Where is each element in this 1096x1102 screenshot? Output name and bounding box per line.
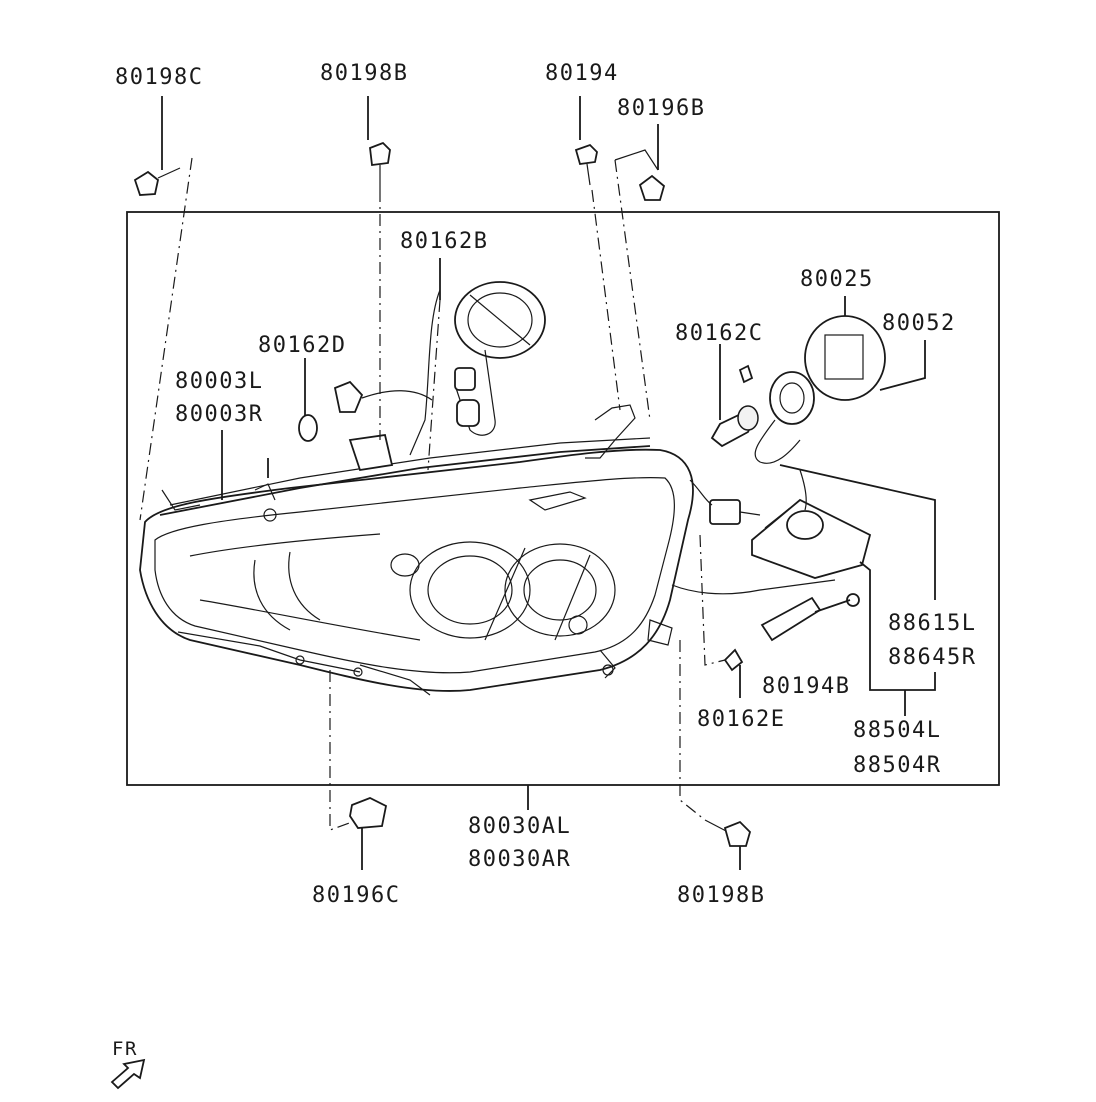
- label-fr: FR: [112, 1038, 138, 1060]
- label-80194: 80194: [545, 61, 619, 86]
- label-80030ar: 80030AR: [468, 847, 571, 872]
- label-80052: 80052: [882, 311, 956, 336]
- label-80003r: 80003R: [175, 402, 263, 427]
- label-80162d: 80162D: [258, 333, 346, 358]
- label-88504r: 88504R: [853, 753, 941, 778]
- leader-lines: [139, 96, 936, 870]
- clip-80196c[interactable]: [349, 797, 388, 829]
- label-80198b-top: 80198B: [320, 61, 408, 86]
- label-80162e: 80162E: [697, 707, 785, 732]
- label-80198c: 80198C: [115, 65, 203, 90]
- ignitor-socket[interactable]: [754, 371, 815, 464]
- mount-bracket: [585, 404, 636, 459]
- assembly-frame: [126, 211, 1000, 786]
- hid-bulb-80162c[interactable]: [710, 364, 759, 448]
- label-88504l: 88504L: [853, 718, 941, 743]
- label-80198b-bottom: 80198B: [677, 883, 765, 908]
- label-80030al: 80030AL: [468, 814, 571, 839]
- label-80162b: 80162B: [400, 229, 488, 254]
- label-80162c: 80162C: [675, 321, 763, 346]
- label-80025: 80025: [800, 267, 874, 292]
- label-80196b: 80196B: [617, 96, 705, 121]
- bulb-socket-80162b[interactable]: [409, 281, 546, 456]
- label-80196c: 80196C: [312, 883, 400, 908]
- hid-ballast-88615l[interactable]: [689, 469, 872, 579]
- bolt-80198c[interactable]: [133, 167, 181, 196]
- nut-80196b[interactable]: [638, 174, 666, 201]
- bolt-80198b-top[interactable]: [369, 141, 391, 190]
- label-88615l: 88615L: [888, 611, 976, 636]
- bolt-80198b-bottom[interactable]: [704, 819, 752, 847]
- label-80194b: 80194B: [762, 674, 850, 699]
- ballast-cable-80194b[interactable]: [671, 579, 860, 672]
- front-direction-arrow: [110, 1058, 146, 1090]
- retaining-ring-80025[interactable]: [804, 315, 886, 401]
- label-88645r: 88645R: [888, 645, 976, 670]
- label-80003l: 80003L: [175, 369, 263, 394]
- side-marker-socket[interactable]: [298, 380, 433, 472]
- screw-80194[interactable]: [574, 143, 598, 186]
- headlamp-assembly[interactable]: [139, 437, 694, 696]
